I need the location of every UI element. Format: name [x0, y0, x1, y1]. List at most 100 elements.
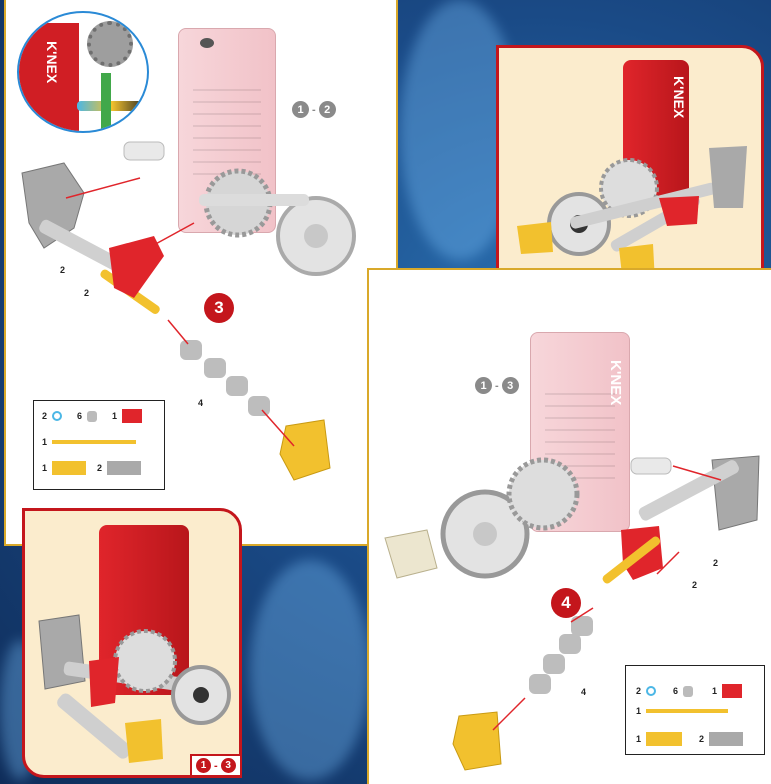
preview-gray-gear [709, 146, 747, 208]
step-4-yellow-gear [452, 711, 502, 771]
blue-spacer-icon [52, 411, 63, 421]
page-number: 7 [757, 765, 765, 780]
assembly-arrow [261, 409, 295, 447]
step-4-callout-gray-spacers: 4 [581, 687, 587, 697]
step-4-assembly-drawing [384, 455, 760, 771]
detail-rod-green [101, 73, 111, 131]
preview-axle [57, 693, 132, 759]
parts-qty: 6 [77, 411, 83, 421]
step-3-parts-list: 2 6 1 1 1 2 [33, 400, 165, 490]
step-3-number: 3 [204, 293, 234, 323]
parts-qty: 2 [97, 463, 103, 473]
detail-magnifier: K'NEX [17, 11, 149, 133]
parts-qty: 1 [42, 463, 48, 473]
white-spacer [630, 457, 672, 475]
parts-qty: 2 [42, 411, 48, 421]
gray-spacer-icon [87, 410, 98, 422]
preview-brand-logo: K'NEX [671, 76, 687, 119]
yellow-gear-icon [52, 461, 87, 475]
gray-spacer [226, 376, 248, 396]
gray-spacer [559, 634, 581, 654]
preview-yellow-gear [517, 222, 553, 254]
step-4-reference: 1 - 3 [475, 377, 519, 394]
detail-gear [87, 21, 133, 67]
assembly-arrow [492, 697, 526, 731]
parts-qty: 1 [712, 686, 718, 696]
step-4-callout-spacer-top: 2 [713, 558, 719, 568]
brand-logo: K'NEX [44, 41, 60, 84]
ref-to: 3 [220, 758, 236, 773]
preview-yellow-gear [125, 719, 163, 763]
step-4-parts-list: 2 6 1 1 1 2 [625, 665, 765, 755]
detail-axle [77, 101, 147, 111]
ref-dash: - [312, 103, 316, 116]
gray-gear-icon [709, 732, 744, 746]
red-connector [109, 236, 164, 298]
parts-qty: 2 [636, 686, 642, 696]
preview-red-connector [659, 196, 699, 226]
step-3-assembly-drawing [21, 141, 356, 481]
yellow-gear-icon [646, 732, 683, 746]
preview-panel-top: K'NEX [496, 45, 764, 303]
ref-from: 1 [475, 377, 492, 394]
parts-qty: 1 [112, 411, 118, 421]
preview-red-connector [89, 657, 119, 707]
step-4-axle [638, 460, 739, 521]
assembly-arrow [151, 222, 195, 247]
preview-axle [570, 182, 717, 229]
assembly-arrow [65, 177, 141, 199]
gray-spacer [529, 674, 551, 694]
ref-dash: - [495, 379, 499, 392]
step-4-motor-gear [506, 457, 580, 531]
preview-bottom-drawing [38, 614, 231, 763]
ref-from: 1 [196, 758, 211, 773]
step-3-callout-gray-spacers: 4 [198, 398, 204, 408]
step-4-brand-text: K'NEX [607, 360, 624, 405]
parts-qty: 1 [636, 706, 642, 716]
preview-brand-text: K'NEX [671, 76, 687, 119]
parts-qty: 1 [636, 734, 642, 744]
assembly-arrow [656, 551, 680, 575]
assembly-arrow [672, 465, 722, 481]
gray-spacer-icon [683, 685, 694, 697]
brand-logo-text: K'NEX [44, 41, 60, 84]
parts-qty: 6 [673, 686, 679, 696]
preview-gear [113, 629, 177, 693]
step-3-callout-spacer-top: 2 [60, 265, 66, 275]
preview-gray-gear [38, 614, 86, 690]
step-3-reference: 1 - 2 [292, 101, 336, 118]
blue-spacer-icon [646, 686, 657, 696]
gray-spacer [543, 654, 565, 674]
gray-gear-icon [107, 461, 142, 475]
yellow-rod-icon [52, 440, 137, 444]
red-connector-icon [122, 409, 143, 423]
yellow-rod-icon [646, 709, 729, 713]
step-4-number: 4 [551, 588, 581, 618]
step-3-motor-button [200, 38, 214, 48]
step-4-callout-spacer-bottom: 2 [692, 580, 698, 590]
step-4-yellow-rod [602, 536, 661, 584]
step-4-brand-logo: K'NEX [607, 360, 624, 405]
ref-from: 1 [292, 101, 309, 118]
preview-panel-bottom [22, 508, 242, 778]
ref-dash: - [214, 759, 218, 772]
gray-gear-left [21, 162, 85, 249]
gray-spacer [204, 358, 226, 378]
parts-qty: 2 [699, 734, 705, 744]
detail-motor-red [19, 23, 79, 131]
yellow-gear [279, 419, 331, 481]
preview-bottom-reference: 1 - 3 [190, 754, 242, 777]
gray-spacer [571, 616, 593, 636]
red-connector-icon [722, 684, 743, 698]
parts-qty: 1 [42, 437, 48, 447]
gray-spacer [180, 340, 202, 360]
ref-to: 3 [501, 377, 519, 394]
assembly-arrow [167, 319, 189, 345]
white-spacer [123, 141, 165, 161]
cream-gear [384, 529, 438, 579]
gray-spacer [248, 396, 270, 416]
ref-to: 2 [318, 101, 336, 118]
motor-axle [199, 194, 309, 206]
step-3-callout-spacer-bottom: 2 [84, 288, 90, 298]
assembly-arrow [570, 607, 594, 623]
